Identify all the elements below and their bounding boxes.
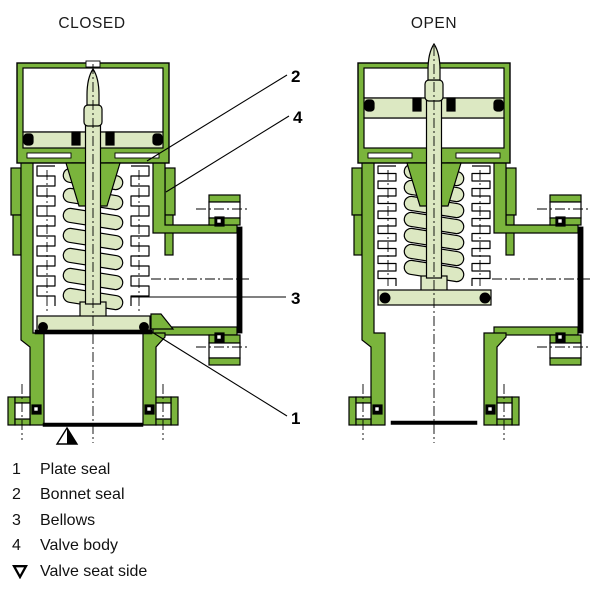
callout-label-2: 2 — [291, 67, 300, 86]
legend-label: Bonnet seal — [40, 486, 125, 504]
leader-line-1 — [146, 328, 288, 417]
open-valve-title: OPEN — [411, 15, 457, 32]
legend: 1 Plate seal 2 Bonnet seal 3 Bellows 4 V… — [12, 457, 147, 585]
legend-item-bellows: 3 Bellows — [12, 508, 147, 534]
legend-label: Bellows — [40, 511, 96, 529]
legend-key: 1 — [12, 460, 21, 478]
valve-open-drawing — [348, 42, 591, 443]
closed-valve-title: CLOSED — [58, 15, 125, 32]
down-triangle-icon — [12, 564, 40, 580]
callout-label-3: 3 — [291, 289, 300, 308]
legend-item-bonnet-seal: 2 Bonnet seal — [12, 483, 147, 509]
legend-item-plate-seal: 1 Plate seal — [12, 457, 147, 483]
legend-key: 4 — [12, 537, 21, 555]
valve-cross-section-diagram: CLOSED OPEN 2 4 3 1 — [7, 15, 591, 445]
leader-line-4 — [165, 115, 290, 193]
legend-key: 2 — [12, 486, 21, 504]
valve-closed-drawing — [7, 60, 250, 445]
legend-label: Plate seal — [40, 460, 111, 478]
callout-label-1: 1 — [291, 409, 300, 428]
legend-label: Valve body — [40, 537, 118, 555]
legend-item-valve-seat-side: Valve seat side — [12, 559, 147, 585]
callout-leader-lines — [131, 74, 290, 417]
callout-label-4: 4 — [293, 108, 303, 127]
legend-label: Valve seat side — [40, 562, 148, 580]
legend-item-valve-body: 4 Valve body — [12, 534, 147, 560]
leader-line-2 — [146, 74, 288, 162]
legend-key: 3 — [12, 511, 21, 529]
